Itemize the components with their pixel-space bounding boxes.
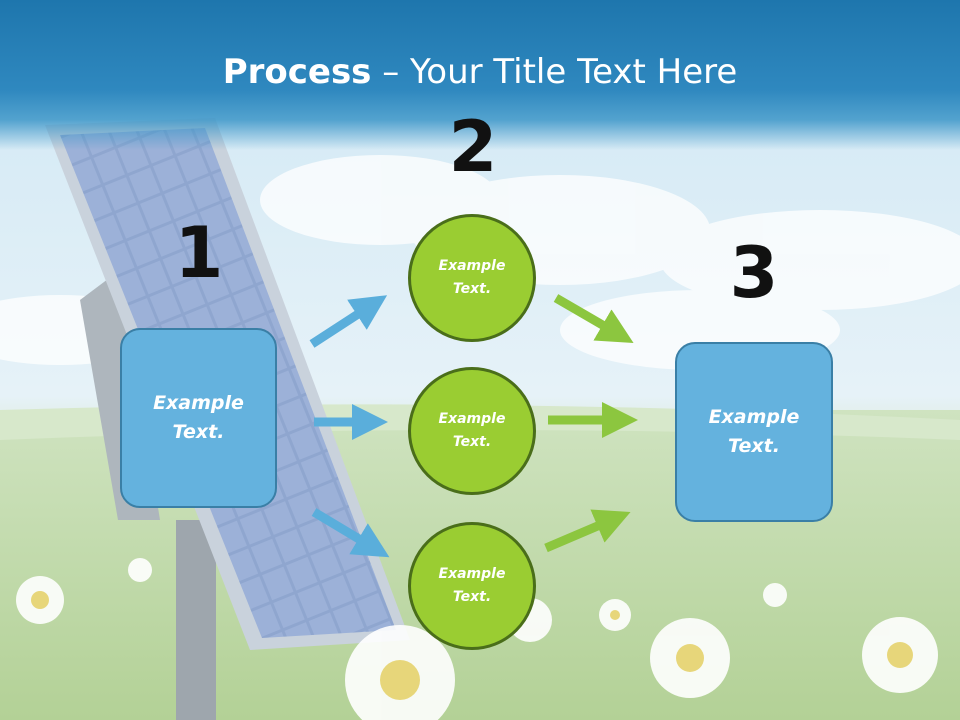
step2-circle-top: Example Text. (408, 214, 536, 342)
step-number-1: 1 (174, 212, 224, 294)
arrow-step1-to-bottom (311, 508, 390, 558)
step2-circle-bottom-text: Example Text. (438, 566, 506, 605)
step-number-2: 2 (448, 106, 498, 188)
title-rest: – Your Title Text Here (371, 52, 738, 92)
step3-box: Example Text. (675, 342, 833, 522)
step3-text: Example Text. (708, 406, 800, 457)
step2-circle-middle-text: Example Text. (438, 411, 506, 450)
step-number-3: 3 (729, 232, 779, 314)
arrow-top-to-step3 (553, 294, 634, 344)
title-bar (0, 0, 960, 150)
title-bold: Process (222, 52, 372, 92)
step1-text: Example Text. (153, 392, 244, 443)
step1-box: Example Text. (120, 328, 277, 508)
slide-title: Process – Your Title Text Here (0, 52, 960, 92)
arrow-bottom-to-step3 (544, 509, 631, 553)
arrow-step1-to-top (309, 295, 388, 348)
step2-circle-bottom: Example Text. (408, 522, 536, 650)
step2-circle-top-text: Example Text. (438, 258, 506, 297)
step2-circle-middle: Example Text. (408, 367, 536, 495)
